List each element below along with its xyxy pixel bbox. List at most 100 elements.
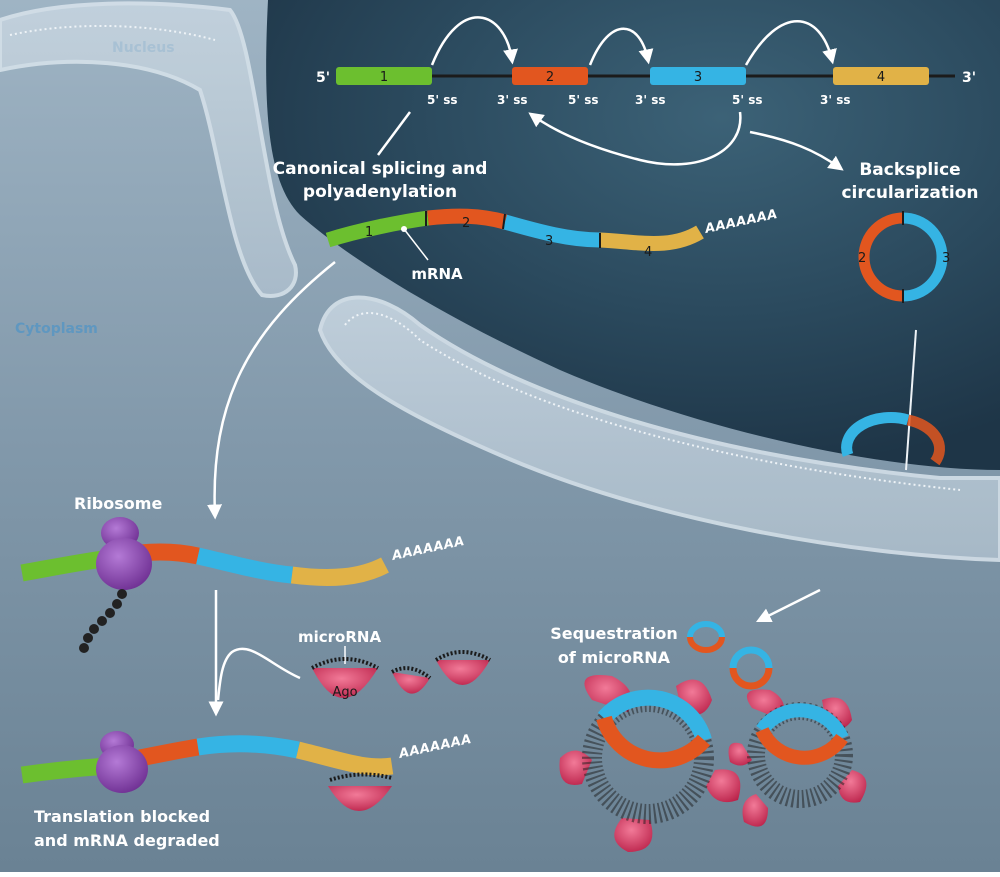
ago-complex-2: [391, 666, 432, 694]
circrna-nucleus: 2 3: [858, 211, 950, 303]
splice-site-1: 5' ss: [427, 93, 458, 107]
sequestration-label-line1: Sequestration: [550, 624, 677, 643]
mrna-exon-2: [427, 208, 508, 230]
canonical-label-line2: polyadenylation: [303, 182, 457, 202]
splice-arcs: [376, 16, 844, 171]
pre-mrna-gene: 1 2 3 4 5' 3' 5' ss 3' ss 5' ss 3' ss 5'…: [316, 67, 976, 107]
free-circ-exon-2: [687, 636, 725, 653]
gene-three-prime: 3': [962, 70, 976, 86]
peptide-chain: [79, 589, 127, 653]
gene-exon-3: [650, 67, 746, 85]
ago-complex-3: [434, 650, 491, 685]
sponge-2-exon-3: [756, 703, 849, 742]
circrna-exon-2-label: 2: [858, 251, 866, 266]
gene-exon-4: [833, 67, 929, 85]
free-circ-exon-3: [687, 621, 725, 638]
peptide-bead: [97, 616, 107, 626]
splice-site-4: 3' ss: [635, 93, 666, 107]
mrna-exon-4-label: 4: [644, 245, 652, 260]
ago-protein: [392, 672, 430, 694]
blocked-ribosome: [96, 731, 148, 793]
free-circrna-2: [729, 646, 773, 690]
splice-arc-3: [744, 20, 837, 66]
backsplice-arrow: [749, 130, 844, 171]
blocked-exon-3: [196, 735, 300, 759]
mrna-exon-3-label: 3: [545, 234, 553, 249]
peptide-bead: [112, 599, 122, 609]
mrna-label: mRNA: [411, 265, 463, 283]
blocked-exon-1: [20, 757, 109, 784]
microrna-strand: [391, 666, 432, 680]
canonical-pointer: [376, 111, 412, 156]
gene-exon-2-label: 2: [546, 70, 554, 85]
blocked-label-line1: Translation blocked: [34, 807, 210, 826]
splice-site-5: 5' ss: [732, 93, 763, 107]
microrna-join-line: [216, 647, 301, 701]
ribosome: [96, 517, 152, 590]
backsplice-label-line1: Backsplice: [859, 160, 960, 180]
microrna-strand: [329, 772, 393, 782]
blocked-exon-4: [296, 741, 394, 776]
splice-site-6: 3' ss: [820, 93, 851, 107]
peptide-bead: [117, 589, 127, 599]
gene-five-prime: 5': [316, 70, 330, 86]
sponge-2-exon-2: [755, 726, 848, 765]
ago-protein: [706, 769, 741, 803]
exporting-exon-3-arc: [841, 412, 910, 457]
ago-protein: [742, 794, 768, 827]
backsplice-arc: [528, 111, 742, 166]
sponge-circrna-2: [728, 689, 867, 827]
mature-mrna: [325, 208, 704, 251]
free-circ-exon-2: [729, 667, 773, 690]
circrna-exon-2-arc: [858, 212, 904, 302]
free-circ-exon-3: [729, 646, 773, 669]
ago-protein: [328, 786, 392, 811]
microrna-label: microRNA: [298, 628, 381, 646]
export-line: [905, 329, 917, 471]
cytoplasm-label: Cytoplasm: [15, 321, 98, 337]
microrna-strand: [434, 650, 491, 662]
mrna-exon-2-label: 2: [462, 216, 470, 231]
blocked-exon-2: [138, 738, 200, 767]
mrna-pointer-line: [403, 228, 429, 261]
gene-exon-2: [512, 67, 588, 85]
ago-protein: [614, 818, 653, 852]
ago-label: Ago: [332, 685, 357, 700]
sponge-1-exon-3: [597, 689, 712, 743]
sponge-1-microrna-ring: [582, 692, 714, 824]
nucleus-label: Nucleus: [112, 40, 175, 56]
splice-arc-1: [430, 16, 518, 66]
backsplice-label-line2: circularization: [841, 183, 978, 203]
peptide-bead: [79, 643, 89, 653]
gene-exon-4-label: 4: [877, 70, 885, 85]
gene-exon-3-label: 3: [694, 70, 702, 85]
splice-arc-2: [588, 27, 654, 66]
bound-ago: [328, 772, 393, 811]
gene-exon-1: [336, 67, 432, 85]
sponge-circrna-1: [559, 675, 741, 852]
circrna-exon-3-label: 3: [942, 251, 950, 266]
blocked-label-line2: and mRNA degraded: [34, 831, 220, 850]
mrna-exon-1: [325, 210, 430, 248]
mrna-junction-2: [502, 213, 506, 230]
splice-site-3: 5' ss: [568, 93, 599, 107]
ago-protein: [559, 750, 592, 785]
exporting-exon-2-arc: [906, 414, 945, 466]
ribosome-large-subunit: [96, 745, 148, 793]
ago-complex-1: Ago: [311, 657, 379, 700]
splice-site-2: 3' ss: [497, 93, 528, 107]
sequestration-label-line2: of microRNA: [558, 648, 671, 667]
peptide-bead: [105, 608, 115, 618]
translating-exon-4: [290, 557, 389, 587]
translating-exon-3: [196, 547, 293, 584]
peptide-bead: [83, 633, 93, 643]
mrna-exon-4: [599, 225, 704, 251]
ago-protein: [436, 660, 490, 685]
canonical-label-line1: Canonical splicing and: [273, 159, 488, 179]
gene-exon-1-label: 1: [380, 70, 388, 85]
ribosome-label: Ribosome: [74, 494, 162, 513]
ribosome-large-subunit: [96, 538, 152, 590]
mrna-exon-3: [502, 214, 601, 248]
